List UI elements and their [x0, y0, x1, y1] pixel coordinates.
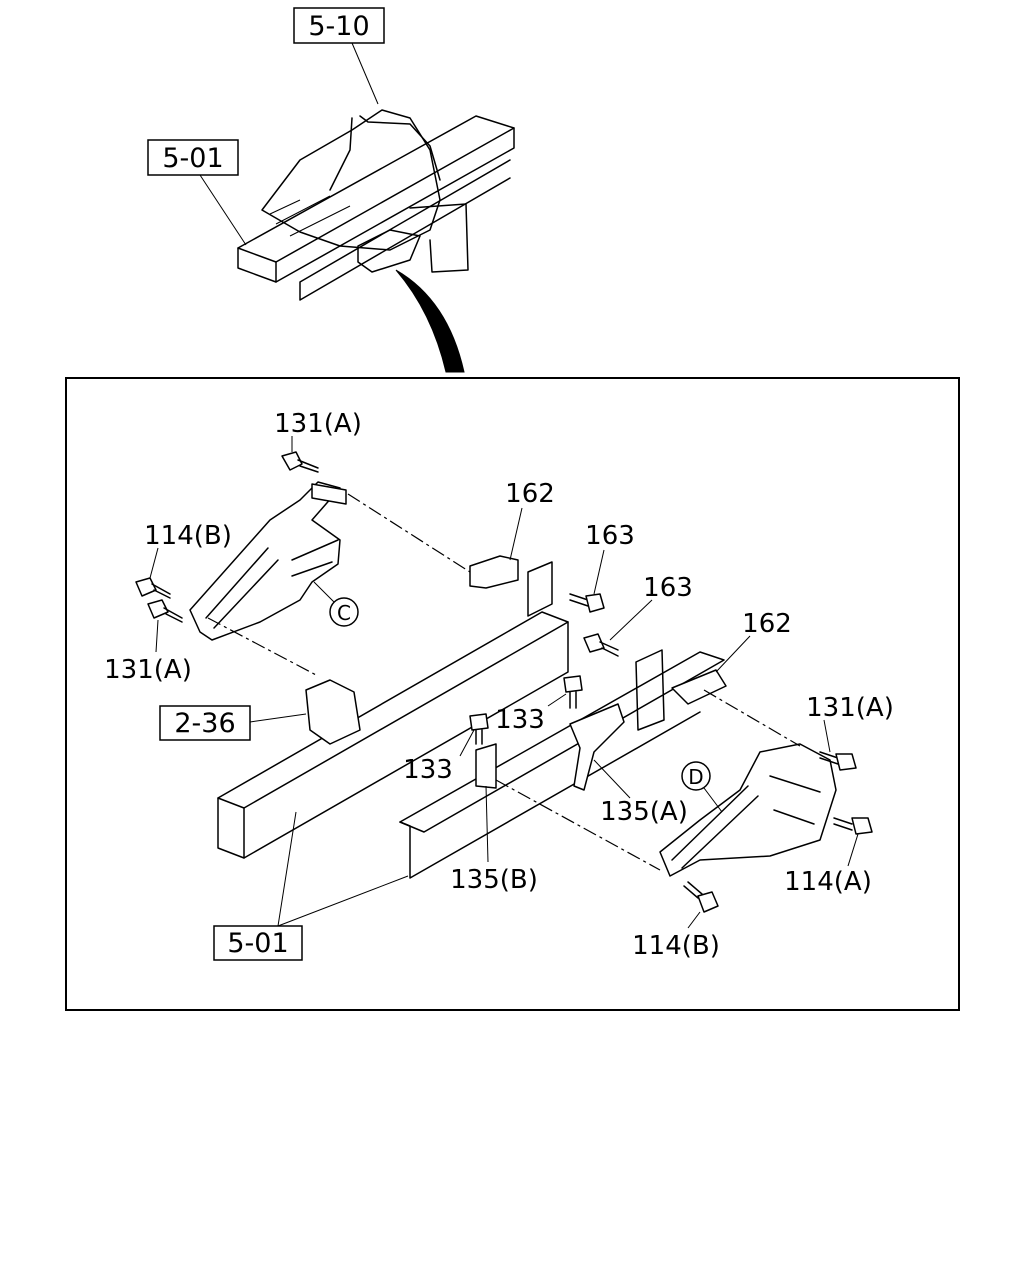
callout-d-label: D: [688, 765, 703, 789]
leader-133-upper: [547, 693, 567, 707]
right-hanger-bracket-ribs: [671, 775, 821, 869]
detail-arrow-icon: [395, 269, 465, 373]
overview-rail-upper-side: [237, 247, 277, 283]
bolt-131a-left-icon[interactable]: [147, 599, 183, 623]
leader-5-10: [351, 42, 379, 105]
frame-rail-lower-side: [399, 711, 701, 879]
leader-114b-left: [149, 547, 159, 579]
clip-162-left-mount: [527, 561, 553, 617]
callout-d-circle[interactable]: [681, 761, 711, 791]
leader-114b-bottom: [687, 911, 701, 929]
ref-label-5-01-overview: 5-01: [162, 143, 223, 174]
ref-label-5-01-detail: 5-01: [227, 928, 288, 959]
leader-163-upper: [593, 549, 605, 595]
callout-c-leader: [313, 581, 335, 603]
right-hanger-bracket[interactable]: [659, 743, 837, 877]
frame-rail-upper-end: [217, 797, 245, 859]
detail-frame: [65, 377, 960, 1011]
overview-hatching: [269, 195, 351, 237]
clip-162-right[interactable]: [671, 669, 727, 705]
label-163-upper: 163: [585, 521, 635, 551]
overview-rail-upper: [237, 115, 515, 263]
callout-d-leader: [703, 787, 723, 813]
leader-135b: [485, 785, 489, 863]
assembly-line-2: [207, 617, 319, 677]
bolt-114a-icon[interactable]: [833, 817, 873, 835]
label-114b-left: 114(B): [144, 521, 232, 551]
label-162-right: 162: [742, 609, 792, 639]
ref-label-5-10: 5-10: [308, 11, 369, 42]
detail-drawing: C D 131(A) 114(B) 131(A) 162 163 163 162…: [104, 409, 894, 961]
label-114a: 114(A): [784, 867, 872, 897]
label-131a-right: 131(A): [806, 693, 894, 723]
left-hanger-tab: [311, 483, 347, 505]
left-hanger-bracket-ribs: [205, 539, 339, 629]
overview-detail-area: [357, 229, 421, 273]
leader-131a-left: [155, 619, 159, 653]
leader-5-01-overview: [199, 174, 247, 246]
frame-rail-lower-top: [399, 651, 725, 833]
clip-162-left[interactable]: [469, 555, 519, 589]
ref-box-5-01-detail[interactable]: [213, 925, 303, 961]
overview-crossmember: [261, 109, 441, 251]
assembly-line-4: [495, 779, 661, 871]
assembly-line-3: [703, 689, 801, 747]
left-hanger-bracket[interactable]: [189, 481, 341, 641]
overview-bracket-outline: [329, 115, 441, 191]
bracket-135b[interactable]: [475, 743, 497, 789]
leader-131a-right: [823, 719, 831, 753]
assembly-line-1: [347, 493, 471, 573]
bolt-163-lower-icon[interactable]: [583, 633, 619, 657]
label-133-upper: 133: [495, 705, 545, 735]
label-131a-left: 131(A): [104, 655, 192, 685]
frame-rail-upper-bottom: [243, 621, 569, 859]
label-114b-bottom: 114(B): [632, 931, 720, 961]
overview-rail-lower: [299, 159, 511, 301]
leader-114a: [847, 833, 859, 867]
leader-5-01-detail: [277, 811, 409, 927]
leader-162-right: [715, 635, 751, 673]
ref-box-5-01-overview[interactable]: [147, 139, 239, 176]
callout-c-circle[interactable]: [329, 597, 359, 627]
label-162-left: 162: [505, 479, 555, 509]
label-163-lower: 163: [643, 573, 693, 603]
ref-label-2-36: 2-36: [174, 708, 235, 739]
bolt-131a-top-icon[interactable]: [281, 451, 319, 473]
leader-2-36: [249, 713, 307, 723]
leader-135a: [593, 759, 631, 799]
leader-163-lower: [609, 599, 653, 641]
label-135a: 135(A): [600, 797, 688, 827]
leader-133-lower: [459, 729, 475, 757]
label-133-lower: 133: [403, 755, 453, 785]
overview-chassis-drawing: 5-10 5-01: [147, 7, 515, 373]
ref-box-2-36[interactable]: [159, 705, 251, 741]
bolt-114b-left-icon[interactable]: [135, 577, 171, 599]
clip-162-right-mount: [635, 649, 665, 731]
bolt-131a-right-icon[interactable]: [819, 751, 857, 771]
overview-hanger: [409, 203, 469, 273]
bolt-133-lower-icon[interactable]: [469, 713, 489, 745]
bolt-114b-bottom-icon[interactable]: [683, 881, 719, 913]
bolt-163-upper-icon[interactable]: [569, 593, 605, 613]
ref-box-5-10[interactable]: [293, 7, 385, 44]
leader-162-left: [509, 507, 523, 561]
bolt-133-upper-icon[interactable]: [563, 675, 583, 709]
front-bracket[interactable]: [305, 679, 361, 745]
bracket-135a[interactable]: [569, 703, 625, 791]
label-135b: 135(B): [450, 865, 538, 895]
overview-rail-upper-edge: [275, 127, 515, 283]
callout-c-label: C: [337, 601, 351, 625]
label-131a-top: 131(A): [274, 409, 362, 439]
